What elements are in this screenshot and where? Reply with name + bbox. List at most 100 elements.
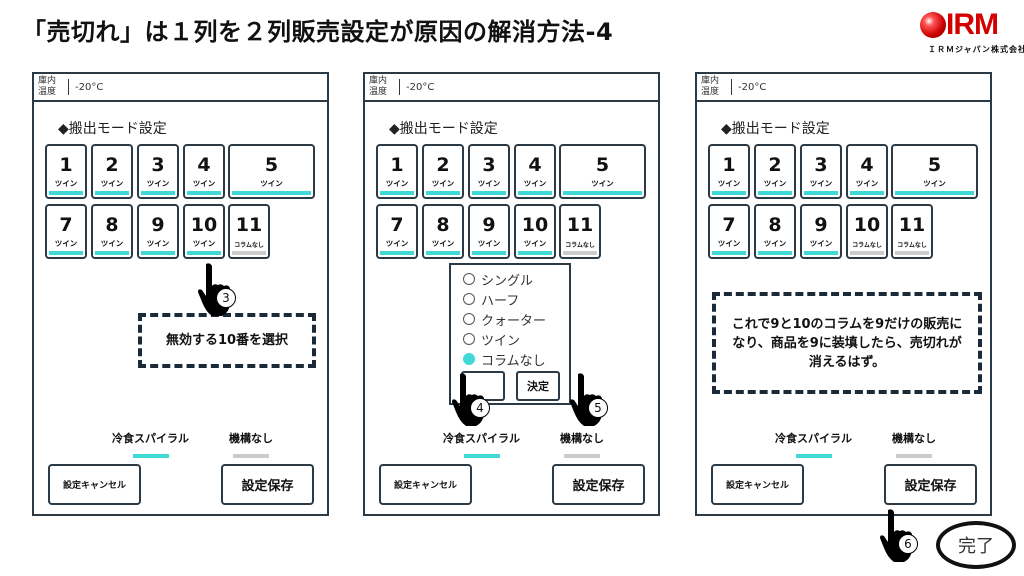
column-type-bar	[518, 191, 552, 195]
callout-select-10: 無効する10番を選択	[138, 313, 316, 368]
column-number: 1	[722, 154, 736, 176]
column-type: ツイン	[763, 179, 787, 188]
pointing-hand-icon: 4	[452, 372, 496, 428]
temp-label: 庫内	[701, 76, 720, 86]
step-number: 5	[588, 398, 608, 418]
legend-label: 機構なし	[229, 432, 273, 445]
vending-settings-screen-1: 庫内温度 -20°C ◆搬出モード設定 1 ツイン 2 ツイン 3 ツイン 4 …	[32, 72, 329, 516]
temperature-header: 庫内温度 -20°C	[697, 74, 990, 102]
column-tile-1[interactable]: 1 ツイン	[376, 144, 418, 199]
column-number: 7	[59, 214, 73, 236]
popup-ok-button[interactable]: 決定	[516, 371, 560, 401]
radio-icon[interactable]	[463, 353, 475, 365]
column-number: 2	[105, 154, 119, 176]
column-type-bar	[187, 191, 221, 195]
column-type: ツイン	[523, 179, 547, 188]
column-type: ツイン	[763, 239, 787, 248]
radio-icon[interactable]	[463, 313, 475, 325]
column-tile-11[interactable]: 11 コラムなし	[559, 204, 601, 259]
column-tile-8[interactable]: 8 ツイン	[422, 204, 464, 259]
column-tile-2[interactable]: 2 ツイン	[422, 144, 464, 199]
column-number: 3	[814, 154, 828, 176]
option-label: ハーフ	[481, 293, 520, 309]
logo-ball-icon	[920, 12, 946, 38]
option-0[interactable]: シングル	[451, 269, 569, 289]
option-3[interactable]: ツイン	[451, 329, 569, 349]
legend-label: 冷食スパイラル	[443, 432, 520, 445]
column-type-bar	[758, 251, 792, 255]
column-tile-8[interactable]: 8 ツイン	[91, 204, 133, 259]
column-tile-9[interactable]: 9 ツイン	[800, 204, 842, 259]
option-2[interactable]: クォーター	[451, 309, 569, 329]
temp-label: 温度	[369, 87, 388, 97]
save-settings-button[interactable]: 設定保存	[221, 464, 314, 505]
column-tile-3[interactable]: 3 ツイン	[468, 144, 510, 199]
column-tile-4[interactable]: 4 ツイン	[846, 144, 888, 199]
column-type-bar	[380, 191, 414, 195]
irm-logo: IRM ＩＲＭジャパン株式会社	[920, 8, 1024, 58]
legend-label: 冷食スパイラル	[775, 432, 852, 445]
column-tile-5[interactable]: 5 ツイン	[891, 144, 978, 199]
column-tile-11[interactable]: 11 コラムなし	[891, 204, 933, 259]
column-type: ツイン	[100, 179, 124, 188]
column-number: 8	[105, 214, 119, 236]
option-label: ツイン	[481, 333, 521, 349]
column-tile-4[interactable]: 4 ツイン	[514, 144, 556, 199]
column-number: 11	[898, 214, 926, 236]
column-tile-7[interactable]: 7 ツイン	[708, 204, 750, 259]
legend-swatch	[233, 454, 269, 458]
column-type-bar	[712, 251, 746, 255]
column-tile-8[interactable]: 8 ツイン	[754, 204, 796, 259]
column-tile-11[interactable]: 11 コラムなし	[228, 204, 270, 259]
column-tile-2[interactable]: 2 ツイン	[754, 144, 796, 199]
column-tile-9[interactable]: 9 ツイン	[137, 204, 179, 259]
column-tile-5[interactable]: 5 ツイン	[559, 144, 646, 199]
cancel-settings-button[interactable]: 設定キャンセル	[379, 464, 472, 505]
column-number: 5	[264, 154, 279, 176]
column-type-bar	[141, 251, 175, 255]
step-number: 6	[898, 534, 918, 554]
option-label: クォーター	[481, 313, 547, 329]
temp-value: -20°C	[75, 81, 104, 93]
column-number: 9	[814, 214, 828, 236]
column-tile-2[interactable]: 2 ツイン	[91, 144, 133, 199]
column-tile-10[interactable]: 10 ツイン	[514, 204, 556, 259]
legend-none: 機構なし	[892, 430, 936, 458]
option-4[interactable]: コラムなし	[451, 349, 569, 369]
legend-swatch	[564, 454, 600, 458]
column-tile-7[interactable]: 7 ツイン	[376, 204, 418, 259]
radio-icon[interactable]	[463, 293, 475, 305]
column-type: コラムなし	[852, 242, 882, 249]
column-tile-7[interactable]: 7 ツイン	[45, 204, 87, 259]
save-settings-button[interactable]: 設定保存	[884, 464, 977, 505]
column-number: 7	[722, 214, 736, 236]
cancel-settings-button[interactable]: 設定キャンセル	[711, 464, 804, 505]
temp-label: 庫内	[38, 76, 57, 86]
column-type-bar	[472, 251, 506, 255]
radio-icon[interactable]	[463, 273, 475, 285]
legend-label: 機構なし	[892, 432, 936, 445]
column-type-bar	[712, 191, 746, 195]
radio-icon[interactable]	[463, 333, 475, 345]
column-tile-10[interactable]: 10 ツイン	[183, 204, 225, 259]
column-type-bar	[563, 191, 642, 195]
cancel-settings-button[interactable]: 設定キャンセル	[48, 464, 141, 505]
column-tile-9[interactable]: 9 ツイン	[468, 204, 510, 259]
column-type: ツイン	[717, 239, 741, 248]
option-1[interactable]: ハーフ	[451, 289, 569, 309]
column-tile-3[interactable]: 3 ツイン	[137, 144, 179, 199]
option-label: シングル	[481, 273, 534, 289]
column-tile-1[interactable]: 1 ツイン	[708, 144, 750, 199]
save-settings-button[interactable]: 設定保存	[552, 464, 645, 505]
column-number: 4	[197, 154, 211, 176]
column-tile-5[interactable]: 5 ツイン	[228, 144, 315, 199]
column-number: 10	[853, 214, 881, 236]
legend-swatch	[132, 454, 169, 458]
column-type: ツイン	[54, 179, 78, 188]
legend-label: 機構なし	[560, 432, 604, 445]
column-tile-4[interactable]: 4 ツイン	[183, 144, 225, 199]
column-tile-3[interactable]: 3 ツイン	[800, 144, 842, 199]
column-tile-10[interactable]: 10 コラムなし	[846, 204, 888, 259]
column-tile-1[interactable]: 1 ツイン	[45, 144, 87, 199]
column-type-bar	[49, 191, 83, 195]
